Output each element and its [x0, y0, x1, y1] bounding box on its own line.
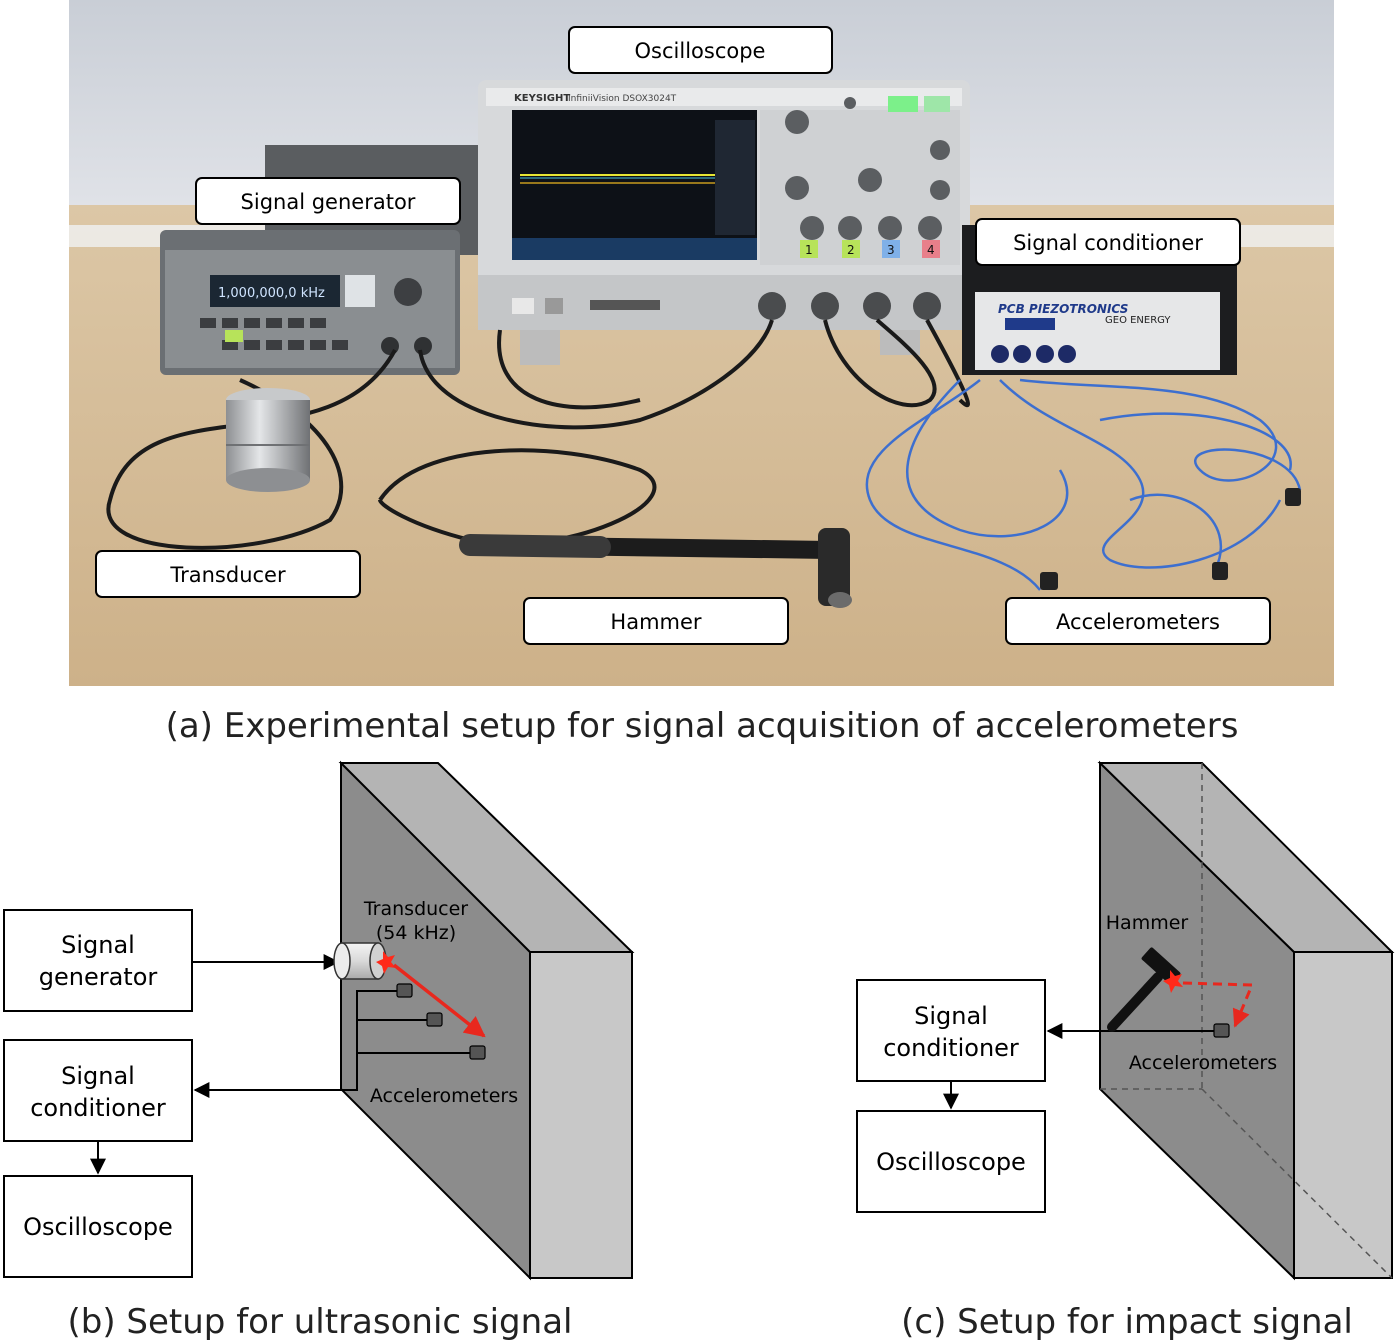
- svg-text:conditioner: conditioner: [883, 1034, 1019, 1062]
- signal-generator-device: 1,000,000,0 kHz: [160, 230, 460, 375]
- b-accelerometer-3: [469, 1045, 486, 1060]
- oscilloscope-device: KEYSIGHT InfiniiVision DSOX3024T 1: [478, 80, 970, 365]
- b-accelerometer-1: [396, 983, 413, 998]
- scope-model: InfiniiVision DSOX3024T: [568, 94, 677, 104]
- blue-cables: [865, 378, 1302, 591]
- channel-1: 1: [805, 243, 813, 257]
- b-transducer-icon: [333, 942, 387, 980]
- svg-text:Transducer: Transducer: [169, 563, 286, 587]
- label-signal-conditioner: Signal conditioner: [975, 218, 1241, 266]
- svg-text:Accelerometers: Accelerometers: [1056, 610, 1220, 634]
- caption-b: (b) Setup for ultrasonic signal: [68, 1302, 573, 1341]
- svg-text:Oscilloscope: Oscilloscope: [876, 1148, 1026, 1176]
- b-signal-conditioner-box: Signal conditioner: [3, 1039, 193, 1142]
- svg-text:Signal: Signal: [914, 1002, 988, 1030]
- b-accelerometer-2: [426, 1012, 443, 1027]
- label-signal-generator: Signal generator: [195, 177, 461, 225]
- svg-text:Oscilloscope: Oscilloscope: [23, 1213, 173, 1241]
- label-transducer: Transducer: [95, 550, 361, 598]
- svg-text:Signal: Signal: [61, 1062, 135, 1090]
- panel-b-diagram: Signal generator Signal conditioner Osci…: [3, 760, 635, 1281]
- svg-text:Oscilloscope: Oscilloscope: [635, 39, 766, 63]
- svg-text:Hammer: Hammer: [610, 610, 701, 634]
- wall-b-face: [529, 951, 633, 1279]
- channel-4: 4: [927, 243, 935, 257]
- generator-display: [210, 275, 340, 307]
- caption-a: (a) Experimental setup for signal acquis…: [166, 706, 1239, 746]
- b-transducer-label-2: (54 kHz): [376, 922, 456, 944]
- c-wave-arrow: [1182, 981, 1255, 1028]
- b-accelerometer-wires: [193, 990, 397, 1098]
- b-wave-arrow: [392, 963, 486, 1038]
- svg-text:Signal conditioner: Signal conditioner: [1013, 231, 1203, 255]
- b-signal-generator-box: Signal generator: [3, 909, 193, 1012]
- panel-c-diagram: Signal conditioner Oscilloscope Hammer A…: [856, 760, 1395, 1281]
- svg-text:Signal generator: Signal generator: [241, 190, 416, 214]
- conditioner-brand: PCB PIEZOTRONICS: [998, 302, 1128, 316]
- accelerometer-sensors: [1040, 488, 1301, 590]
- label-oscilloscope: Oscilloscope: [568, 26, 833, 74]
- caption-c: (c) Setup for impact signal: [901, 1302, 1353, 1341]
- c-accelerometers-label: Accelerometers: [1129, 1052, 1277, 1074]
- transducer-device: [226, 388, 310, 492]
- label-accelerometers: Accelerometers: [1005, 597, 1271, 645]
- hammer-device: [459, 528, 852, 608]
- c-oscilloscope-box: Oscilloscope: [856, 1110, 1046, 1213]
- label-hammer: Hammer: [523, 597, 789, 645]
- c-hammer-label: Hammer: [1106, 912, 1189, 934]
- b-oscilloscope-box: Oscilloscope: [3, 1175, 193, 1278]
- svg-text:generator: generator: [39, 963, 158, 991]
- c-signal-conditioner-box: Signal conditioner: [856, 979, 1046, 1082]
- wall-c-hidden-edges: [1100, 763, 1393, 1279]
- panel-a-photo: 1,000,000,0 kHz KEYSIGHT InfiniiVision D…: [69, 0, 1334, 686]
- svg-text:conditioner: conditioner: [30, 1094, 166, 1122]
- svg-text:Signal: Signal: [61, 931, 135, 959]
- channel-2: 2: [847, 243, 855, 257]
- scope-brand: KEYSIGHT: [514, 93, 570, 104]
- channel-3: 3: [887, 243, 895, 257]
- generator-display-text: 1,000,000,0 kHz: [218, 286, 325, 301]
- b-accelerometers-label: Accelerometers: [370, 1085, 518, 1107]
- c-burst: [1163, 970, 1183, 993]
- b-burst: [376, 951, 396, 974]
- conditioner-model: GEO ENERGY: [1105, 315, 1171, 326]
- b-transducer-label-1: Transducer: [363, 898, 468, 920]
- c-accelerometer: [1213, 1023, 1230, 1038]
